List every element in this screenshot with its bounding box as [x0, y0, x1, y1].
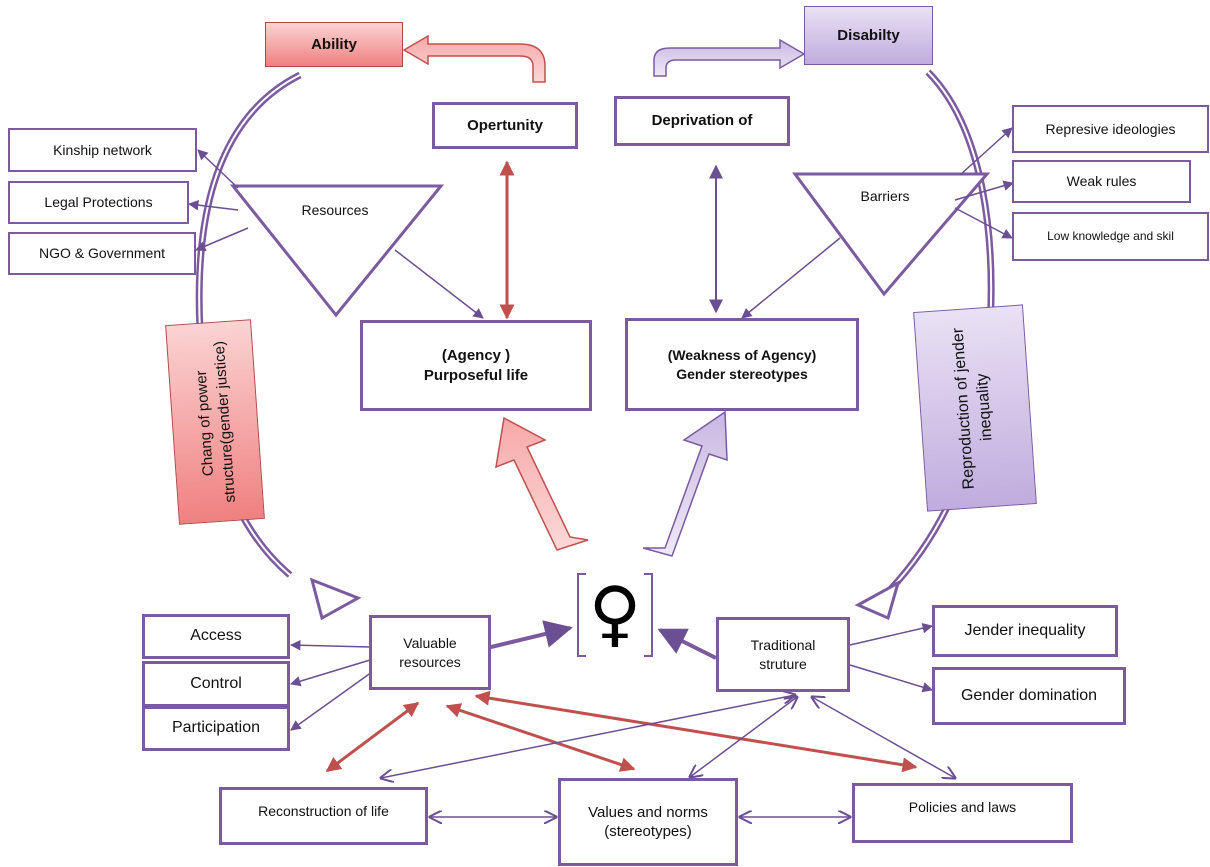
lilac-block-arrow: [642, 410, 728, 557]
traditional-policies: [812, 697, 955, 778]
left-curve-arrowhead: [309, 577, 362, 621]
barriers-to-weak-rules: [954, 180, 1015, 201]
traditional-line1: Traditional: [750, 637, 816, 654]
values-line1: Values and norms: [588, 803, 708, 821]
weakness-box: (Weakness of Agency) Gender stereotypes: [625, 318, 859, 411]
traditional-structure-box: Traditional struture: [716, 617, 850, 692]
ability-box: Ability: [265, 22, 403, 67]
agency-box: (Agency ) Purposeful life: [360, 320, 592, 411]
resources-to-legal: [187, 199, 239, 211]
values-norms-box: Values and norms (stereotypes): [558, 778, 738, 866]
traditional-to-domination: [849, 664, 934, 693]
low-knowledge-box: Low knowledge and skil: [1012, 212, 1209, 261]
weakness-line2: Gender stereotypes: [676, 365, 808, 382]
barriers-to-represive: [959, 127, 1013, 176]
access-box: Access: [142, 614, 290, 659]
valuable-policies-red: [474, 690, 918, 773]
disability-box: Disabilty: [804, 6, 933, 65]
kinship-box: Kinship network: [8, 128, 197, 172]
participation-box: Participation: [142, 706, 290, 751]
legal-box: Legal Protections: [8, 181, 189, 224]
reproduction-box: Reproduction of jender inequality: [913, 304, 1037, 512]
valuable-line2: resources: [399, 653, 461, 670]
resources-label: Resources: [301, 202, 369, 218]
agency-line1: (Agency ): [441, 347, 511, 364]
values-line2: (stereotypes): [604, 823, 692, 840]
valuable-resources-box: Valuable resources: [369, 615, 491, 690]
barriers-to-low-knowledge: [954, 207, 1013, 239]
policies-box: Policies and laws: [852, 783, 1073, 843]
pink-block-arrow: [495, 416, 589, 551]
resources-to-ngo: [195, 227, 249, 252]
power-structure-box: Chang of power structure(gender justice): [165, 319, 265, 525]
right-curve-arrowhead: [854, 579, 901, 621]
deprivation-box: Deprivation of: [614, 96, 790, 146]
female-symbol: ♀: [588, 571, 642, 655]
resources-to-kinship: [197, 149, 239, 189]
disability-curved-arrow: [653, 38, 806, 77]
agency-line2: Purposeful life: [423, 366, 529, 384]
traditional-values: [690, 697, 797, 777]
barriers-label: Barriers: [860, 188, 910, 204]
traditional-line2: struture: [759, 655, 807, 672]
ability-curved-arrow: [402, 34, 546, 83]
barriers-triangle: [792, 172, 991, 297]
weakness-line1: (Weakness of Agency): [667, 347, 817, 364]
resources-triangle: [229, 184, 445, 318]
barriers-to-weakness: [741, 237, 841, 319]
ngo-box: NGO & Government: [8, 232, 196, 275]
symbol-left-bracket: [577, 573, 586, 657]
opertunity-box: Opertunity: [432, 102, 578, 149]
jender-inequality-box: Jender inequality: [932, 605, 1118, 657]
gender-domination-box: Gender domination: [932, 667, 1126, 725]
valuable-reconstruction-red: [325, 701, 420, 773]
traditional-to-jender: [849, 623, 934, 646]
reproduction-text: Reproduction of jender inequality: [949, 326, 1002, 490]
traditional-to-symbol: [657, 628, 717, 660]
valuable-line1: Valuable: [403, 635, 457, 652]
valuable-to-access: [289, 639, 371, 651]
reconstruction-box: Reconstruction of life: [219, 787, 428, 845]
valuable-to-control: [289, 659, 371, 687]
represive-box: Represive ideologies: [1012, 105, 1209, 153]
symbol-right-bracket: [644, 573, 653, 657]
resources-to-agency: [394, 249, 484, 319]
weak-rules-box: Weak rules: [1012, 160, 1191, 203]
valuable-to-participation: [290, 671, 373, 731]
control-box: Control: [142, 661, 290, 707]
power-structure-text: Chang of power structure(gender justice): [190, 340, 240, 504]
